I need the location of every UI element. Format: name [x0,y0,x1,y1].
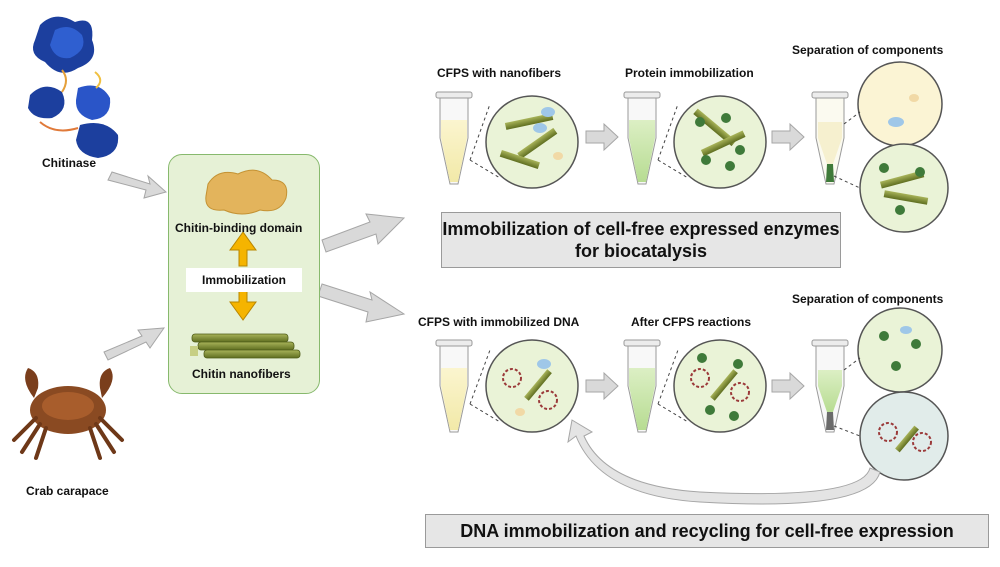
zoom-circle-top-1 [485,95,579,189]
fibers-top-2 [693,108,746,171]
zoom-circle-top-3a [857,61,943,147]
chitinase-label: Chitinase [42,156,97,170]
chitin-binding-domain-icon [205,169,288,215]
arrow-crab-to-center [103,327,166,361]
bottom-step2-label: After CFPS reactions [631,315,752,329]
tube-top-3 [811,91,849,185]
bottom-row-graphics [435,307,949,481]
zoom-circle-bottom-1 [485,339,579,433]
arrow-bottom-1-to-2 [585,371,619,401]
chitin-binding-domain-label: Chitin-binding domain [175,221,303,235]
arrow-top-1-to-2 [585,122,619,152]
center-box-graphics [190,169,301,359]
arrow-top-2-to-3 [771,122,805,152]
tube-top-2 [623,91,661,185]
arrow-center-to-top [321,213,406,253]
zoom-circle-bottom-3b [859,391,949,481]
bottom-title: DNA immobilization and recycling for cel… [460,520,954,541]
fibers-top-1 [499,113,558,169]
arrow-bottom-2-to-3 [771,371,805,401]
zoom-circle-bottom-3a [857,307,943,393]
crab-carapace-label: Crab carapace [26,484,109,498]
recycle-arrow [567,419,881,505]
zoom-circle-top-3b [859,143,949,233]
crab-icon [12,368,124,460]
tube-top-1 [435,91,473,185]
arrow-center-to-bottom [317,283,406,323]
bottom-step3-label: Separation of components [792,292,944,306]
arrow-chitinase-to-center [107,171,168,199]
bottom-title-box: DNA immobilization and recycling for cel… [425,514,989,548]
tube-bottom-1 [435,339,473,433]
top-step2-label: Protein immobilization [625,66,754,80]
top-step3-label: Separation of components [792,43,944,57]
tube-bottom-2 [623,339,661,433]
chitinase-structure-icon [28,16,119,158]
tube-bottom-3 [811,339,849,433]
top-row-graphics [435,61,949,233]
immobilization-label-box: Immobilization [186,268,302,292]
chitin-nanofibers-label: Chitin nanofibers [192,367,291,381]
bottom-step1-label: CFPS with immobilized DNA [418,315,580,329]
immobilization-label: Immobilization [202,273,286,287]
top-step1-label: CFPS with nanofibers [437,66,562,80]
top-title: Immobilization of cell-free expressed en… [442,219,840,261]
chitin-nanofibers-icon [190,333,301,359]
top-title-box: Immobilization of cell-free expressed en… [441,212,841,268]
